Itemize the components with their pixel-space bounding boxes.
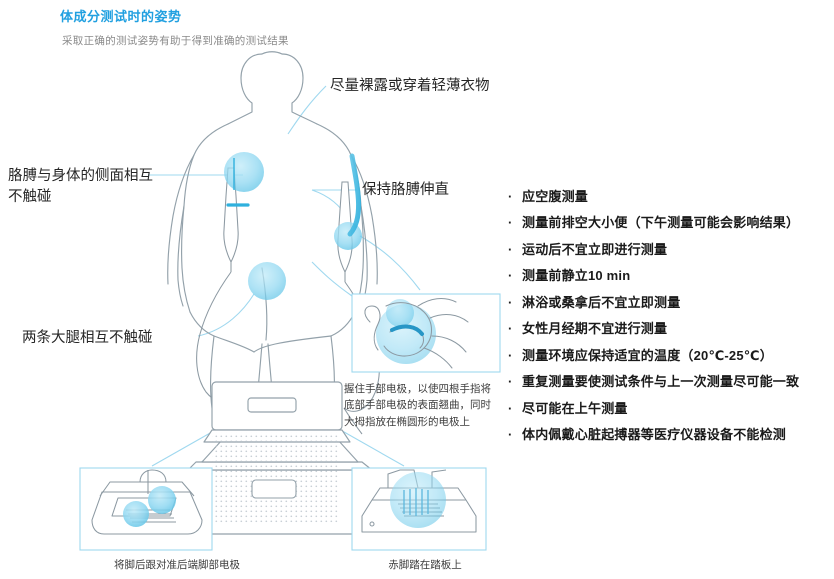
callout-keep-arms-straight: 保持胳膊伸直 xyxy=(362,182,449,198)
measurement-tips-list: · 应空腹测量 · 测量前排空大小便（下午测量可能会影响结果） · 运动后不宜立即进行测量… xyxy=(508,189,828,454)
bullet-icon: · xyxy=(508,400,513,416)
highlight-right-foot xyxy=(305,416,331,442)
tip-text: 应空腹测量 xyxy=(522,189,589,204)
inset-barefoot-platform xyxy=(351,467,487,551)
bullet-icon: · xyxy=(508,215,513,231)
caption-hand-electrode: 握住手部电极，以使四根手指将底部手部电极的表面翘曲，同时大拇指放在椭圆形的电极上 xyxy=(344,383,491,428)
bullet-icon: · xyxy=(508,374,513,390)
bullet-icon: · xyxy=(508,347,513,363)
inset-heel-placement xyxy=(79,467,213,551)
highlight-right-hand xyxy=(334,222,362,250)
tip-text: 运动后不宜立即进行测量 xyxy=(522,241,668,257)
tip-text: 尽可能在上午测量 xyxy=(522,400,628,416)
highlight-left-foot xyxy=(223,416,249,442)
platform-texture xyxy=(212,432,340,524)
tip-text: 测量前静立10 min xyxy=(522,268,631,284)
tip-text: 女性月经期不宜进行测量 xyxy=(522,321,668,337)
page-title: 体成分测试时的姿势 xyxy=(60,9,182,24)
tip-text: 体内佩戴心脏起搏器等医疗仪器设备不能检测 xyxy=(522,426,787,442)
tip-item: · 测量前排空大小便（下午测量可能会影响结果） xyxy=(508,215,828,231)
bullet-icon: · xyxy=(508,241,513,257)
callout-thighs-not-touching: 两条大腿相互不触碰 xyxy=(22,330,153,346)
tip-item: · 测量环境应保持适宜的温度（20℃-25℃） xyxy=(508,347,828,364)
inset-hand-electrode xyxy=(351,293,501,373)
highlight-left-arm xyxy=(224,152,264,192)
tip-text: 重复测量要使测试条件与上一次测量尽可能一致 xyxy=(522,374,800,390)
page-subtitle: 采取正确的测试姿势有助于得到准确的测试结果 xyxy=(62,35,289,47)
tip-item: · 运动后不宜立即进行测量 xyxy=(508,241,828,258)
tip-item: · 体内佩戴心脏起搏器等医疗仪器设备不能检测 xyxy=(508,426,828,443)
caption-heel-placement: 将脚后跟对准后端脚部电极 xyxy=(114,559,240,571)
bullet-icon: · xyxy=(508,189,513,204)
tip-item: · 应空腹测量 xyxy=(508,189,828,205)
bullet-icon: · xyxy=(508,321,513,337)
tip-text: 测量前排空大小便（下午测量可能会影响结果） xyxy=(522,215,800,231)
tip-item: · 淋浴或桑拿后不宜立即测量 xyxy=(508,294,828,311)
bullet-icon: · xyxy=(508,294,513,310)
callout-arms-not-touching: 胳膊与身体的侧面相互 不触碰 xyxy=(8,168,153,206)
tip-item: · 重复测量要使测试条件与上一次测量尽可能一致 xyxy=(508,374,828,390)
caption-barefoot-platform: 赤脚踏在踏板上 xyxy=(388,559,462,571)
tip-item: · 尽可能在上午测量 xyxy=(508,400,828,417)
bullet-icon: · xyxy=(508,426,513,442)
tip-item: · 测量前静立10 min xyxy=(508,268,828,284)
highlight-thighs xyxy=(248,262,286,300)
bullet-icon: · xyxy=(508,268,513,284)
tip-text: 测量环境应保持适宜的温度（20℃-25℃） xyxy=(522,347,773,363)
callout-light-clothing: 尽量裸露或穿着轻薄衣物 xyxy=(330,78,490,94)
highlight-markers xyxy=(223,152,362,442)
tip-item: · 女性月经期不宜进行测量 xyxy=(508,321,828,337)
arm-straight-accent xyxy=(226,153,361,237)
tip-text: 淋浴或桑拿后不宜立即测量 xyxy=(522,294,681,310)
